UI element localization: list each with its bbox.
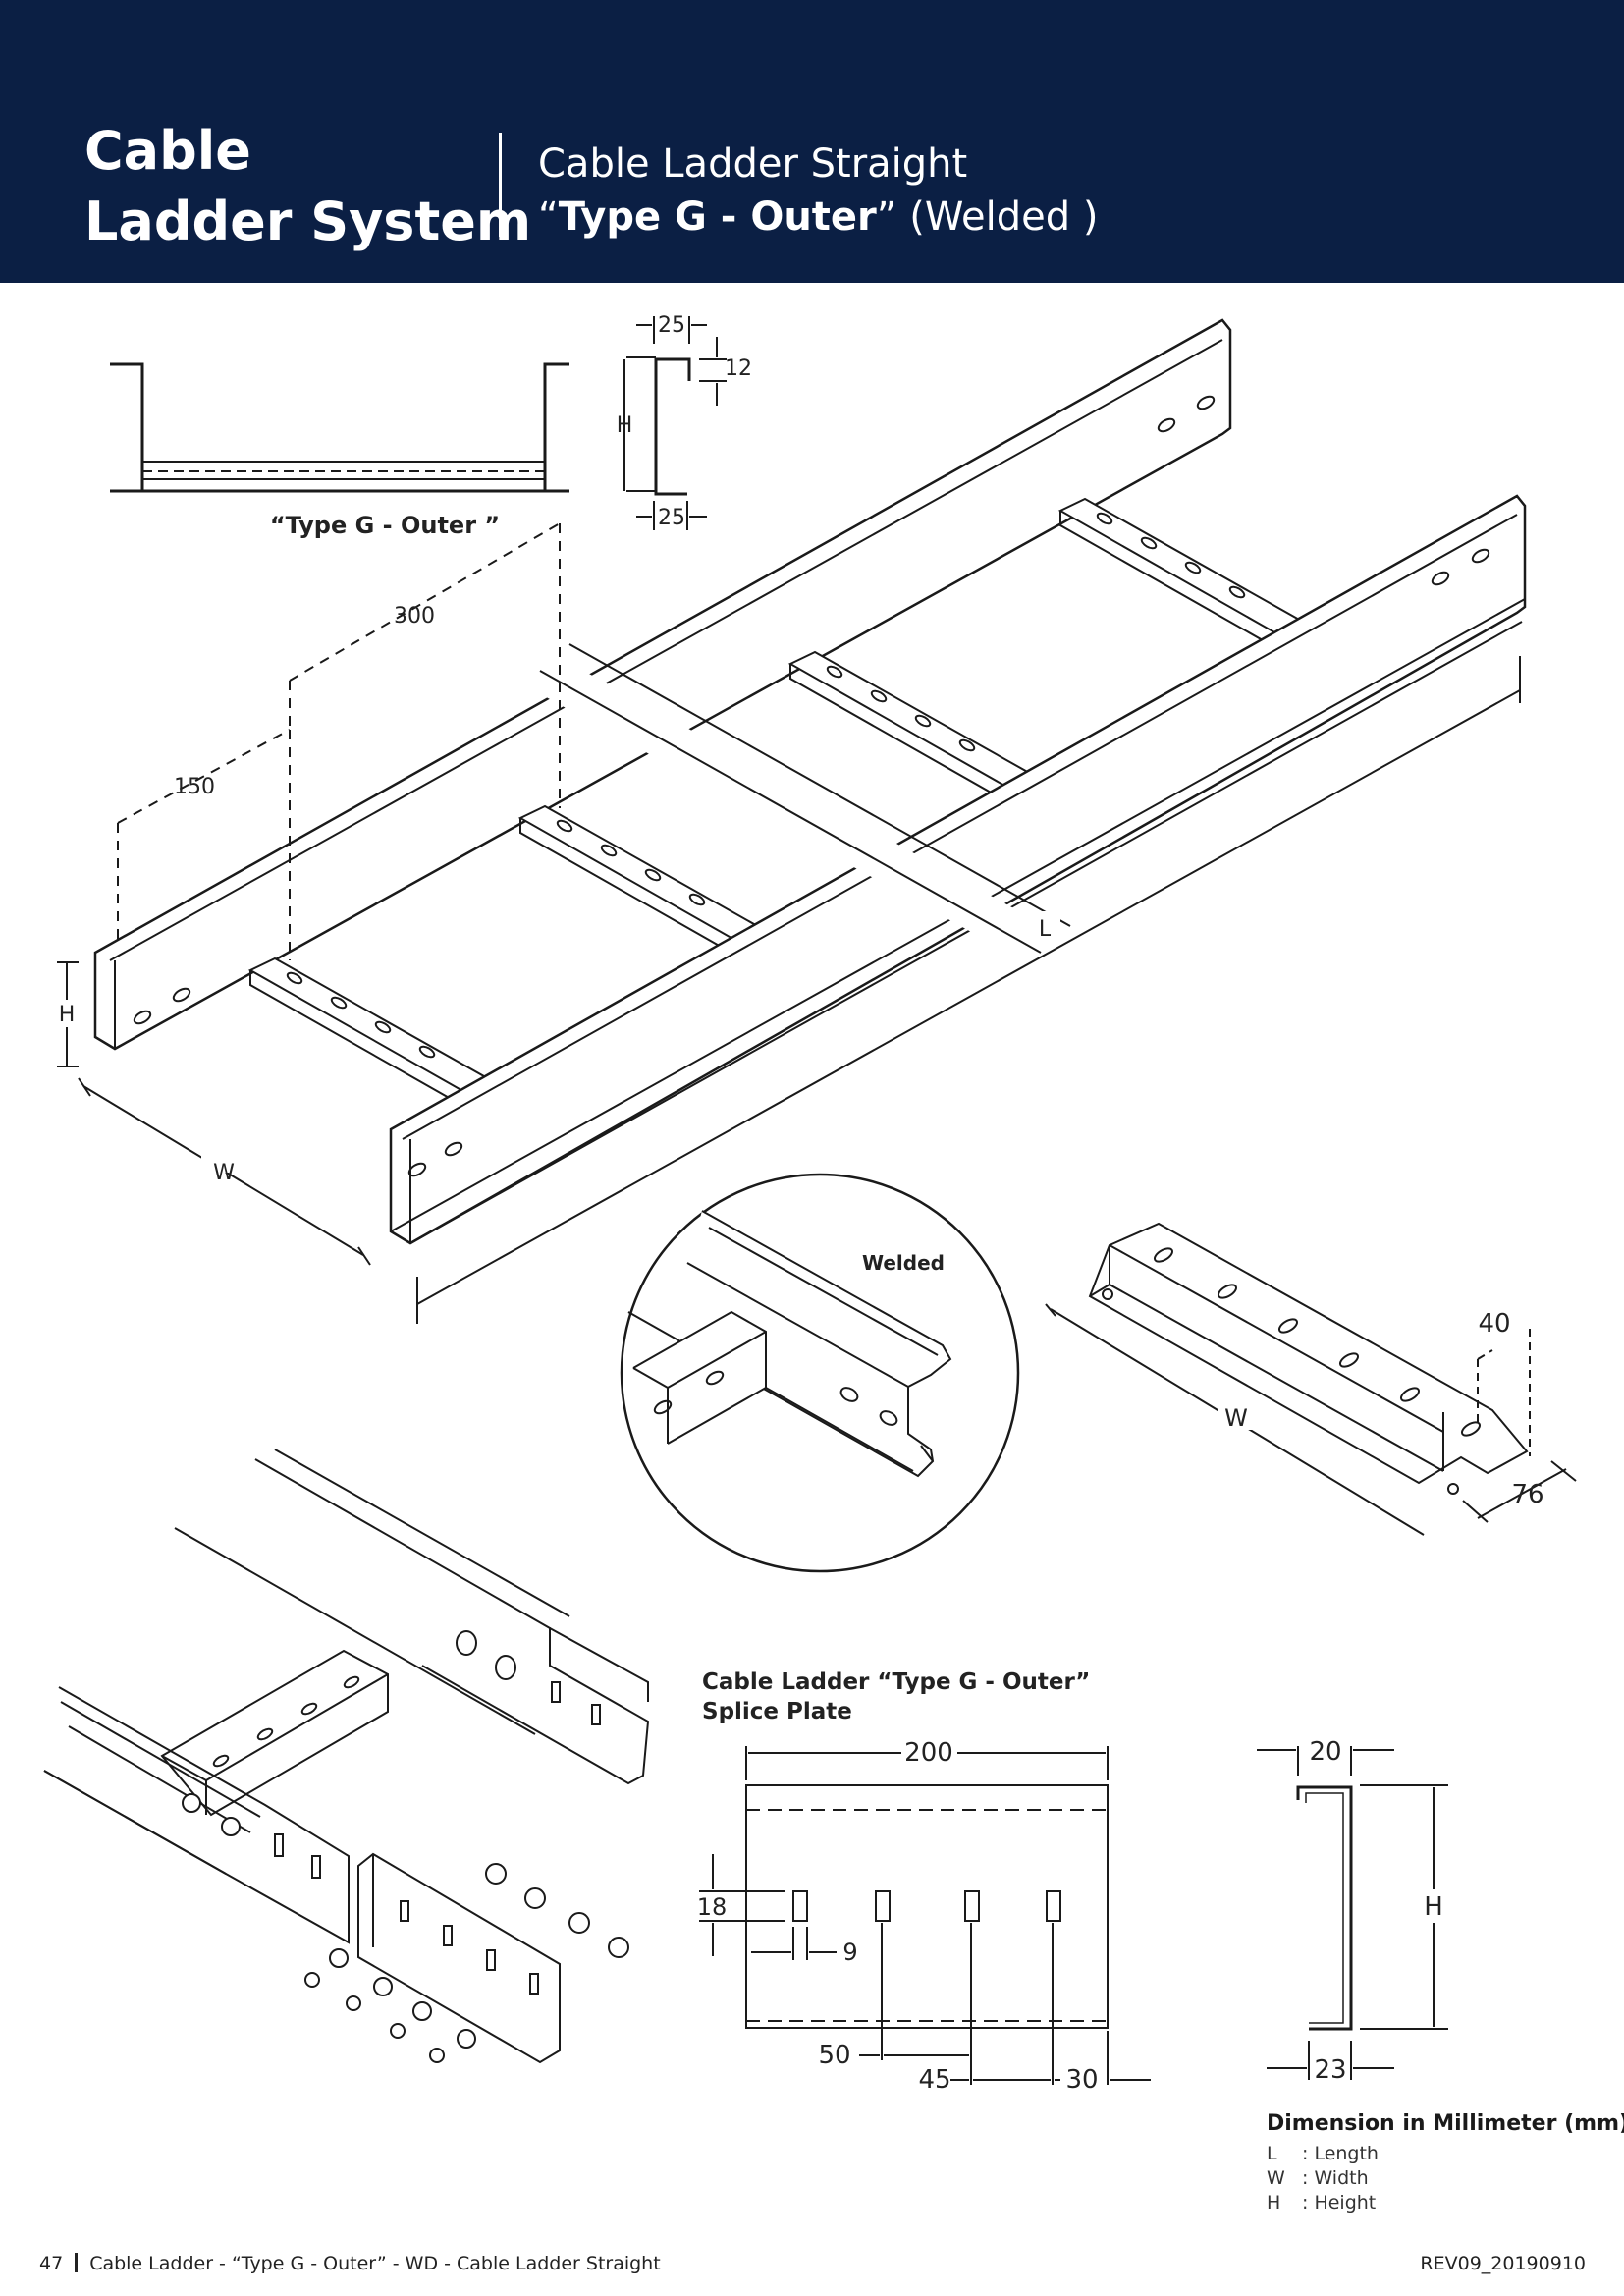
dim-w-label: W: [213, 1161, 235, 1185]
rung-w-label: W: [1224, 1404, 1248, 1432]
legend-item: L: Length: [1267, 2143, 1379, 2164]
splice-title-2: Splice Plate: [702, 1699, 852, 1724]
splice-profile-23-label: 23: [1314, 2055, 1346, 2085]
cross-section-drawing: “Type G - Outer ”: [110, 362, 569, 539]
page-number: 47: [39, 2253, 64, 2274]
ladder-isometric-drawing: 150 300 H W L: [57, 318, 1527, 1324]
dim-300-label: 300: [394, 604, 435, 629]
brand-line-2: Ladder System: [84, 191, 532, 252]
brand-line-1: Cable: [84, 120, 251, 182]
header-divider: [499, 133, 502, 237]
product-title-line-2: “Type G - Outer” (Welded ): [538, 191, 1098, 244]
profile-bottom-dim: 25: [658, 506, 685, 530]
product-title: Cable Ladder Straight “Type G - Outer” (…: [538, 137, 1098, 244]
dimension-legend: Dimension in Millimeter (mm) L: Length W…: [1267, 2111, 1624, 2215]
footer-text: Cable Ladder - “Type G - Outer” - WD - C…: [89, 2253, 661, 2274]
product-title-suffix: ” (Welded ): [876, 194, 1099, 240]
open-quote: “: [538, 194, 559, 240]
splice-200-label: 200: [904, 1738, 953, 1768]
rung-detail-drawing: W 40 76: [1045, 1222, 1577, 1536]
dim-h-label: H: [59, 1003, 76, 1027]
section-label: “Type G - Outer ”: [270, 512, 500, 539]
splice-9-label: 9: [842, 1939, 857, 1966]
dim-l-label: L: [1039, 917, 1052, 942]
splice-plate-drawing: Cable Ladder “Type G - Outer” Splice Pla…: [697, 1669, 1151, 2095]
splice-30-label: 30: [1065, 2065, 1098, 2095]
footer-divider: [75, 2253, 79, 2272]
legend-item: H: Height: [1267, 2192, 1377, 2214]
splice-profile-h-label: H: [1424, 1892, 1443, 1922]
splice-profile-drawing: 20 H 23: [1257, 1737, 1448, 2085]
technical-drawings: “Type G - Outer ” H 25 12 25: [43, 313, 1577, 2095]
legend-title: Dimension in Millimeter (mm): [1267, 2111, 1624, 2136]
product-title-line-1: Cable Ladder Straight: [538, 141, 968, 187]
page-header: Cable Ladder System Cable Ladder Straigh…: [0, 0, 1624, 283]
splice-title-1: Cable Ladder “Type G - Outer”: [702, 1669, 1090, 1695]
splice-assembly-drawing: [43, 1449, 650, 2064]
splice-50-label: 50: [818, 2041, 850, 2070]
splice-18-label: 18: [697, 1893, 728, 1921]
welded-detail-drawing: Welded: [620, 1173, 1020, 1573]
rung-76-label: 76: [1511, 1480, 1543, 1509]
brand-title: Cable Ladder System: [84, 116, 531, 257]
profile-top-dim: 25: [658, 313, 685, 338]
dim-150-label: 150: [174, 775, 215, 799]
welded-label: Welded: [862, 1251, 945, 1275]
splice-45-label: 45: [918, 2065, 950, 2095]
profile-lip-dim: 12: [725, 356, 752, 381]
legend-item: W: Width: [1267, 2167, 1369, 2189]
splice-profile-20-label: 20: [1309, 1737, 1341, 1767]
profile-h-label: H: [617, 413, 633, 438]
product-type-bold: Type G - Outer: [558, 194, 877, 240]
revision-code: REV09_20190910: [1420, 2253, 1586, 2274]
rung-40-label: 40: [1478, 1309, 1510, 1339]
profile-drawing: H 25 12 25: [617, 313, 752, 530]
